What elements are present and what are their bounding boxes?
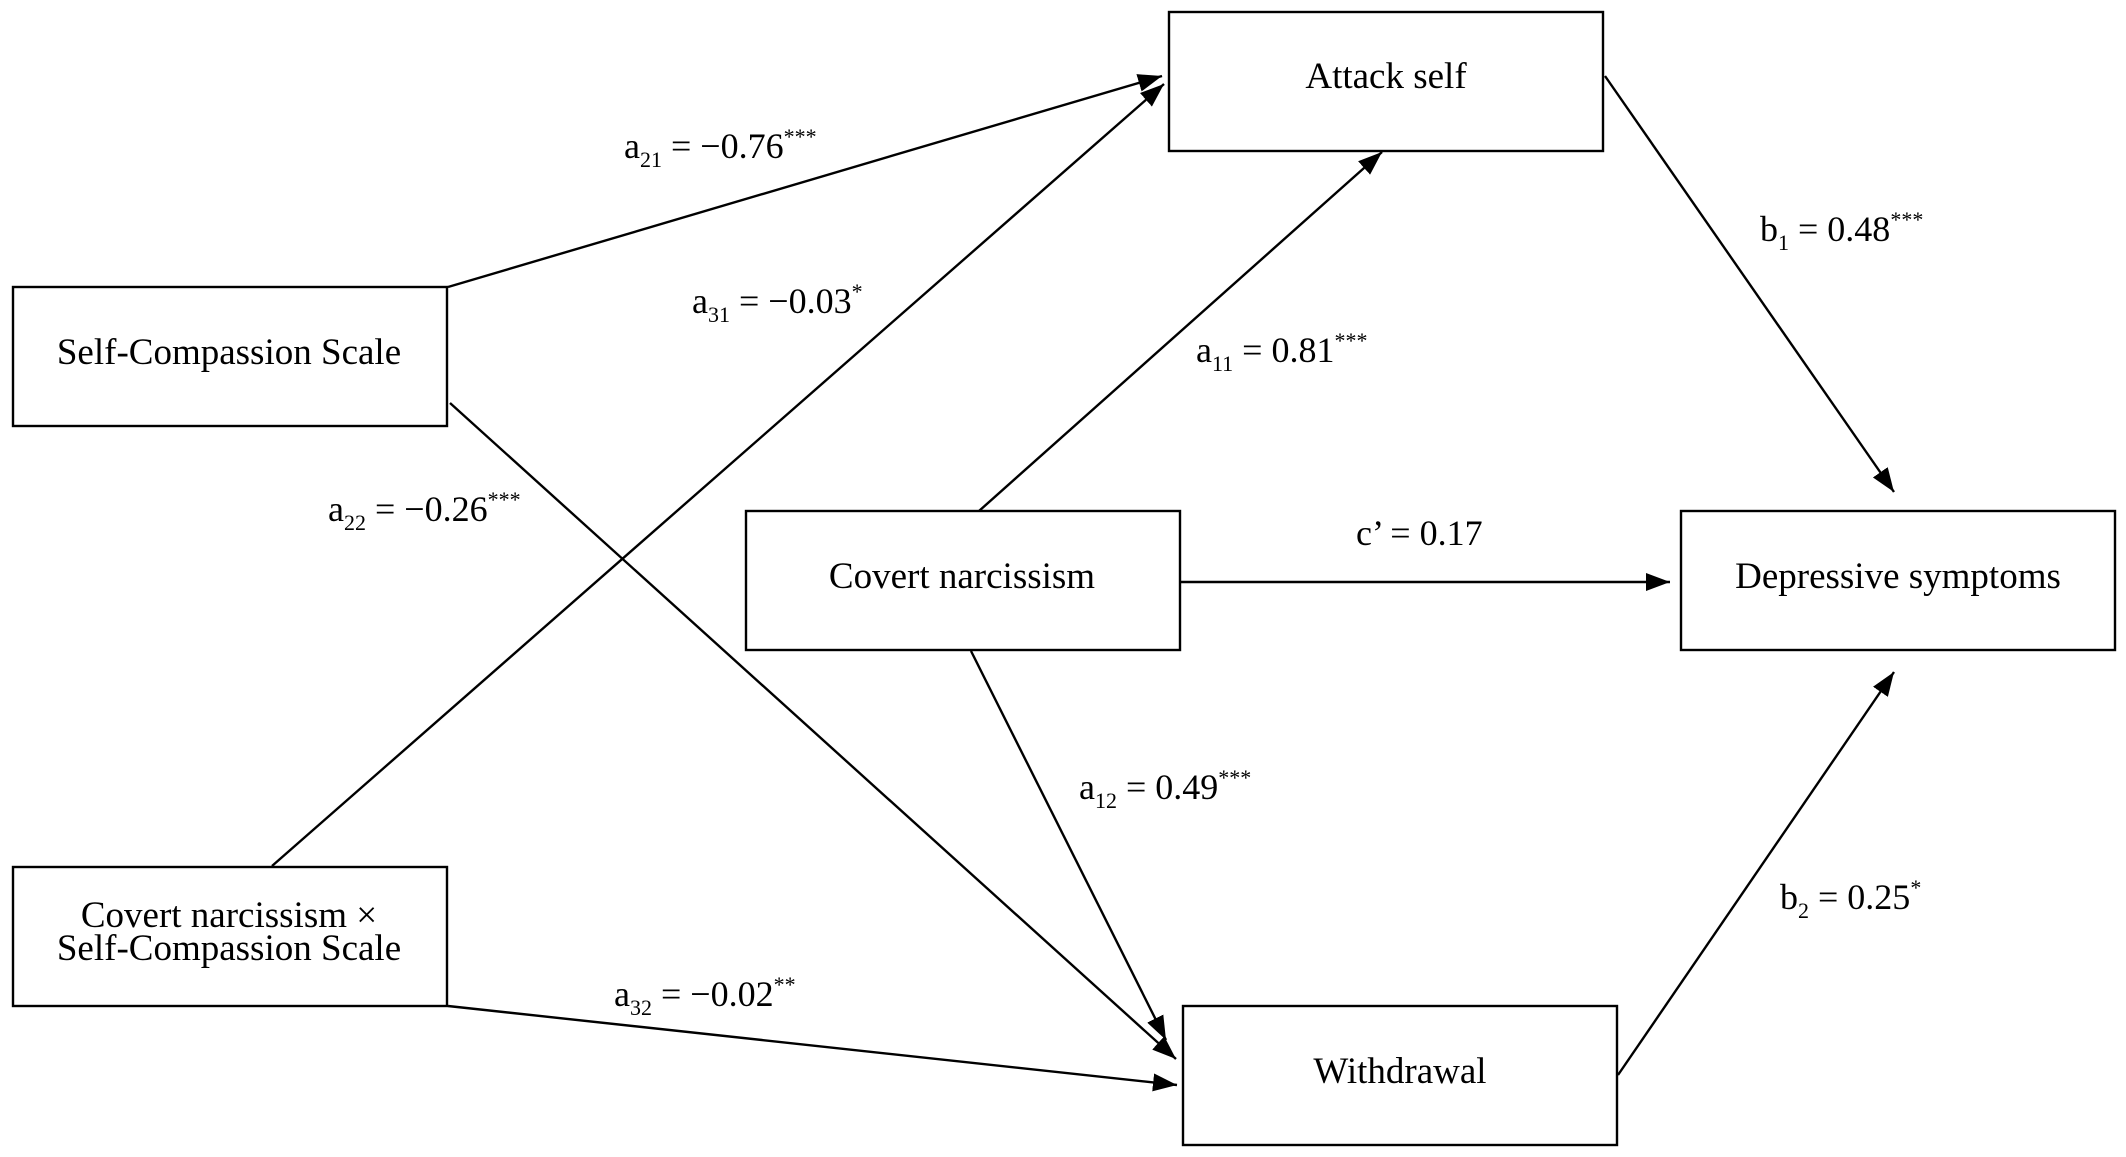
arrow-a11 (978, 151, 1383, 512)
label-a21: a21 = −0.76*** (624, 124, 817, 172)
label-a11: a11 = 0.81*** (1196, 328, 1367, 376)
box-attack-self (1167, 10, 1605, 153)
label-a31: a31 = −0.03* (692, 279, 863, 327)
label-a12: a12 = 0.49*** (1079, 765, 1251, 813)
arrow-a22 (449, 402, 1177, 1060)
node-self-compassion-label: Self-Compassion Scale (57, 332, 401, 373)
node-attack-self-label: Attack self (1305, 56, 1467, 97)
arrow-a32 (447, 1004, 1178, 1092)
label-b1: b1 = 0.48*** (1760, 207, 1923, 255)
node-depressive-label: Depressive symptoms (1735, 556, 2061, 597)
label-c-prime: c’ = 0.17 (1356, 513, 1483, 553)
arrow-b2 (1617, 671, 1895, 1076)
arrow-a31 (271, 83, 1165, 867)
box-interaction (11, 865, 449, 1008)
node-interaction-line1: Covert narcissism × (81, 895, 377, 936)
arrow-a21 (447, 74, 1163, 289)
node-covert-narcissism-label: Covert narcissism (829, 556, 1095, 597)
node-withdrawal-label: Withdrawal (1313, 1051, 1486, 1092)
arrow-a12 (969, 650, 1168, 1041)
box-depressive (1679, 509, 2117, 652)
label-a22: a22 = −0.26*** (328, 487, 521, 535)
node-interaction-line2: Self-Compassion Scale (57, 928, 401, 969)
label-a32: a32 = −0.02** (614, 972, 796, 1020)
arrow-b1 (1604, 75, 1895, 493)
label-b2: b2 = 0.25* (1780, 875, 1921, 923)
box-withdrawal (1181, 1004, 1619, 1147)
box-self-compassion (11, 285, 449, 428)
box-covert-narcissism (744, 509, 1182, 652)
